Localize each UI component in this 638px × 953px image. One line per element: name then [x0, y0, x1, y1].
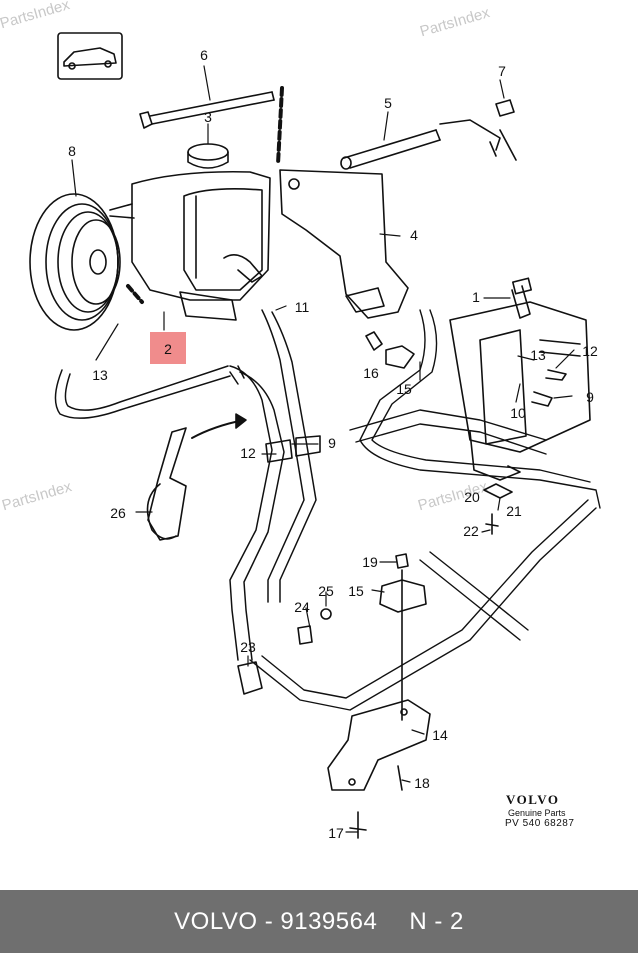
callout-13-right: 13: [530, 347, 546, 363]
reservoir-cap-part-3: [187, 143, 229, 169]
callout-21: 21: [506, 503, 522, 519]
bolt-part-18: [397, 765, 403, 791]
callout-14: 14: [432, 727, 448, 743]
clamp-part-15b: [379, 579, 427, 613]
callout-1: 1: [472, 289, 480, 305]
power-steering-pump: [109, 170, 271, 321]
callout-23: 23: [240, 639, 256, 655]
callout-22: 22: [463, 523, 479, 539]
callout-24: 24: [294, 599, 310, 615]
brand-code: PV 540 68287: [505, 818, 575, 829]
callout-18: 18: [414, 775, 430, 791]
callout-19: 19: [362, 554, 378, 570]
bracket-part-14: [327, 699, 431, 791]
bracket-part-4: [279, 169, 409, 319]
callout-12-right: 12: [582, 343, 598, 359]
callout-8: 8: [68, 143, 76, 159]
bolt-part-16: [365, 331, 383, 351]
callout-4: 4: [410, 227, 418, 243]
callout-2: 2: [164, 341, 172, 357]
callout-17: 17: [328, 825, 344, 841]
callout-25: 25: [318, 583, 334, 599]
car-thumbnail-icon: [57, 32, 123, 80]
bolt-part-6: [139, 91, 275, 129]
callout-26: 26: [110, 505, 126, 521]
callout-6: 6: [200, 47, 208, 63]
nut-part-19: [395, 553, 409, 569]
footer-diagram-ref: N - 2: [409, 907, 464, 935]
clip-part-24: [297, 625, 313, 645]
callout-5: 5: [384, 95, 392, 111]
brand-subtitle: Genuine Parts: [508, 808, 566, 818]
rod-part-5: [340, 129, 441, 170]
callout-15-lower: 15: [348, 583, 364, 599]
callout-7: 7: [498, 63, 506, 79]
bolt-part-17: [349, 811, 367, 839]
hose-assembly: [54, 309, 317, 661]
callout-9-left: 9: [328, 435, 336, 451]
clip-part-23: [237, 661, 263, 695]
nut-part-7: [439, 99, 517, 161]
footer-part-number: VOLVO - 9139564: [174, 907, 378, 935]
callout-9-right: 9: [586, 389, 594, 405]
bracket-part-20: [469, 431, 521, 535]
parts-diagram: 6 3 5 7 8 4 1 11 2 13 16 15 13 12 9 10 1…: [29, 32, 601, 841]
callout-13-left: 13: [92, 367, 108, 383]
pulley-part-8: [29, 193, 121, 331]
fluid-lines: [249, 309, 601, 711]
brand-name: VOLVO: [506, 792, 560, 807]
callout-11: 11: [295, 299, 310, 315]
callout-12-left: 12: [240, 445, 256, 461]
nut-part-25: [320, 608, 332, 620]
highlight-box: [150, 332, 186, 364]
footer-bar: VOLVO - 9139564 N - 2: [0, 890, 638, 953]
strap-part-26: [146, 427, 187, 541]
clamp-part-15a: [385, 345, 415, 369]
callout-20: 20: [464, 489, 480, 505]
callout-15-upper: 15: [396, 381, 412, 397]
callout-16: 16: [363, 365, 379, 381]
callout-10: 10: [510, 405, 526, 421]
steering-rack-part-1: [449, 277, 591, 453]
callout-3: 3: [204, 109, 212, 125]
